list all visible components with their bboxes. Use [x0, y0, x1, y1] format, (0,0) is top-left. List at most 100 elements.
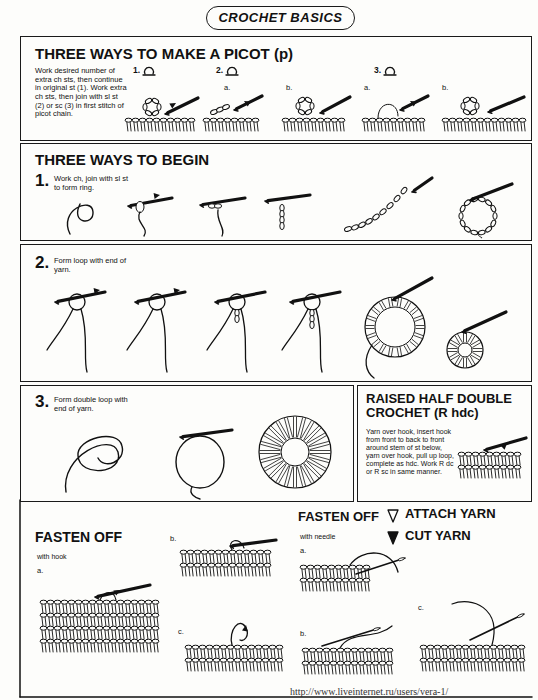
crochet-hook	[218, 292, 265, 301]
stitch-post	[371, 122, 372, 131]
step-number: 1.	[35, 171, 53, 191]
stitch-post	[310, 450, 330, 451]
sub-step-label: b.	[300, 630, 306, 638]
stitch-post	[310, 444, 329, 449]
chain-loop	[328, 578, 335, 582]
chain-loop	[229, 550, 236, 554]
stitch-post	[294, 122, 295, 131]
instruction-text: Work ch, join with sl st to form ring.	[54, 175, 134, 192]
yarn-strand	[340, 626, 392, 648]
stitch-post	[66, 630, 67, 639]
stitch-post	[130, 122, 131, 131]
stitch-post	[397, 348, 398, 356]
stitch-post	[70, 617, 71, 626]
chain-loop	[484, 118, 491, 122]
chain-loop	[351, 648, 358, 652]
stitch-post	[199, 567, 200, 576]
chain-loop	[390, 118, 397, 122]
stitch-post	[425, 649, 426, 658]
stitch-post	[339, 652, 340, 661]
stitch-post	[261, 454, 280, 459]
chain-loop	[201, 563, 208, 567]
chain-loop	[250, 563, 257, 567]
stitch-post	[140, 604, 141, 613]
stitch-post	[370, 665, 371, 674]
stitch-post	[492, 662, 493, 671]
stitch-post	[140, 630, 141, 639]
stitched-ring	[447, 332, 483, 368]
chain-loop	[227, 658, 234, 662]
yarn-strand	[378, 104, 398, 118]
chain-loop	[68, 613, 75, 617]
chain-loop	[54, 626, 61, 630]
stitch-post	[281, 649, 282, 658]
stitch-post	[319, 122, 320, 131]
stitch-post	[523, 662, 524, 671]
chain-loop	[400, 186, 408, 194]
stitch-post	[157, 630, 158, 639]
stitch-post	[384, 665, 385, 674]
chain-loop	[358, 221, 366, 228]
stitch-post	[226, 122, 227, 131]
stitch-post	[187, 649, 188, 658]
crochet-hook	[58, 292, 105, 301]
stitch-post	[388, 347, 389, 355]
stitch-post	[485, 649, 486, 658]
yarn-strand	[66, 437, 123, 492]
chain-loop	[455, 645, 462, 649]
stitch-post	[129, 617, 130, 626]
stitch-post	[415, 333, 423, 336]
stitch-post	[91, 630, 92, 639]
stitch-post	[84, 617, 85, 626]
chain-loop	[255, 658, 262, 662]
chain-loop	[82, 639, 89, 643]
stitch-post	[238, 567, 239, 576]
stitch-post	[448, 351, 457, 352]
chain-loop	[210, 118, 217, 122]
picot-symbol	[143, 74, 155, 75]
stitch-post	[157, 643, 158, 652]
stitch-post	[227, 554, 228, 563]
chain-loop	[427, 658, 434, 662]
chain-loop	[199, 645, 206, 649]
stitch-post	[481, 662, 482, 671]
stitch-post	[323, 582, 324, 591]
hook-tip	[290, 301, 294, 304]
yarn-strand	[100, 593, 116, 601]
picot-panel: THREE WAYS TO MAKE A PICOT (p)Work desir…	[20, 36, 532, 141]
stitch-post	[471, 340, 479, 345]
section-title: RAISED HALF DOUBLE CROCHET (R hdc)	[366, 392, 526, 419]
stitch-post	[309, 582, 310, 591]
hook-tip	[412, 190, 416, 193]
chain-loop	[75, 639, 82, 643]
stitch-post	[425, 662, 426, 671]
tapestry-needle	[470, 614, 524, 640]
stitch-post	[444, 122, 445, 131]
stitch-post	[465, 122, 466, 131]
chain-loop	[208, 563, 215, 567]
stitch-post	[190, 122, 191, 131]
crochet-hook	[323, 97, 350, 112]
chain-loop	[314, 578, 321, 582]
stitch-post	[297, 467, 302, 486]
chain-loop	[89, 600, 96, 604]
stitch-post	[255, 554, 256, 563]
chain-loop	[131, 626, 138, 630]
stitch-post	[339, 665, 340, 674]
stitch-post	[367, 318, 375, 321]
stitch-post	[172, 122, 173, 131]
chain-loop	[40, 626, 47, 630]
stitch-post	[363, 665, 364, 674]
stitch-post	[269, 554, 270, 563]
arrow-head	[174, 287, 181, 294]
stitch-post	[510, 122, 511, 131]
instruction-text: Yarn over hook, insert hook from front t…	[366, 428, 454, 476]
stitch-post	[509, 649, 510, 658]
chain-loop	[349, 565, 356, 569]
stitch-post	[368, 582, 369, 591]
stitch-post	[325, 665, 326, 674]
arrow-head	[169, 100, 177, 108]
picot-symbol	[228, 67, 237, 74]
crochet-hook	[98, 585, 150, 596]
stitch-post	[455, 336, 460, 344]
